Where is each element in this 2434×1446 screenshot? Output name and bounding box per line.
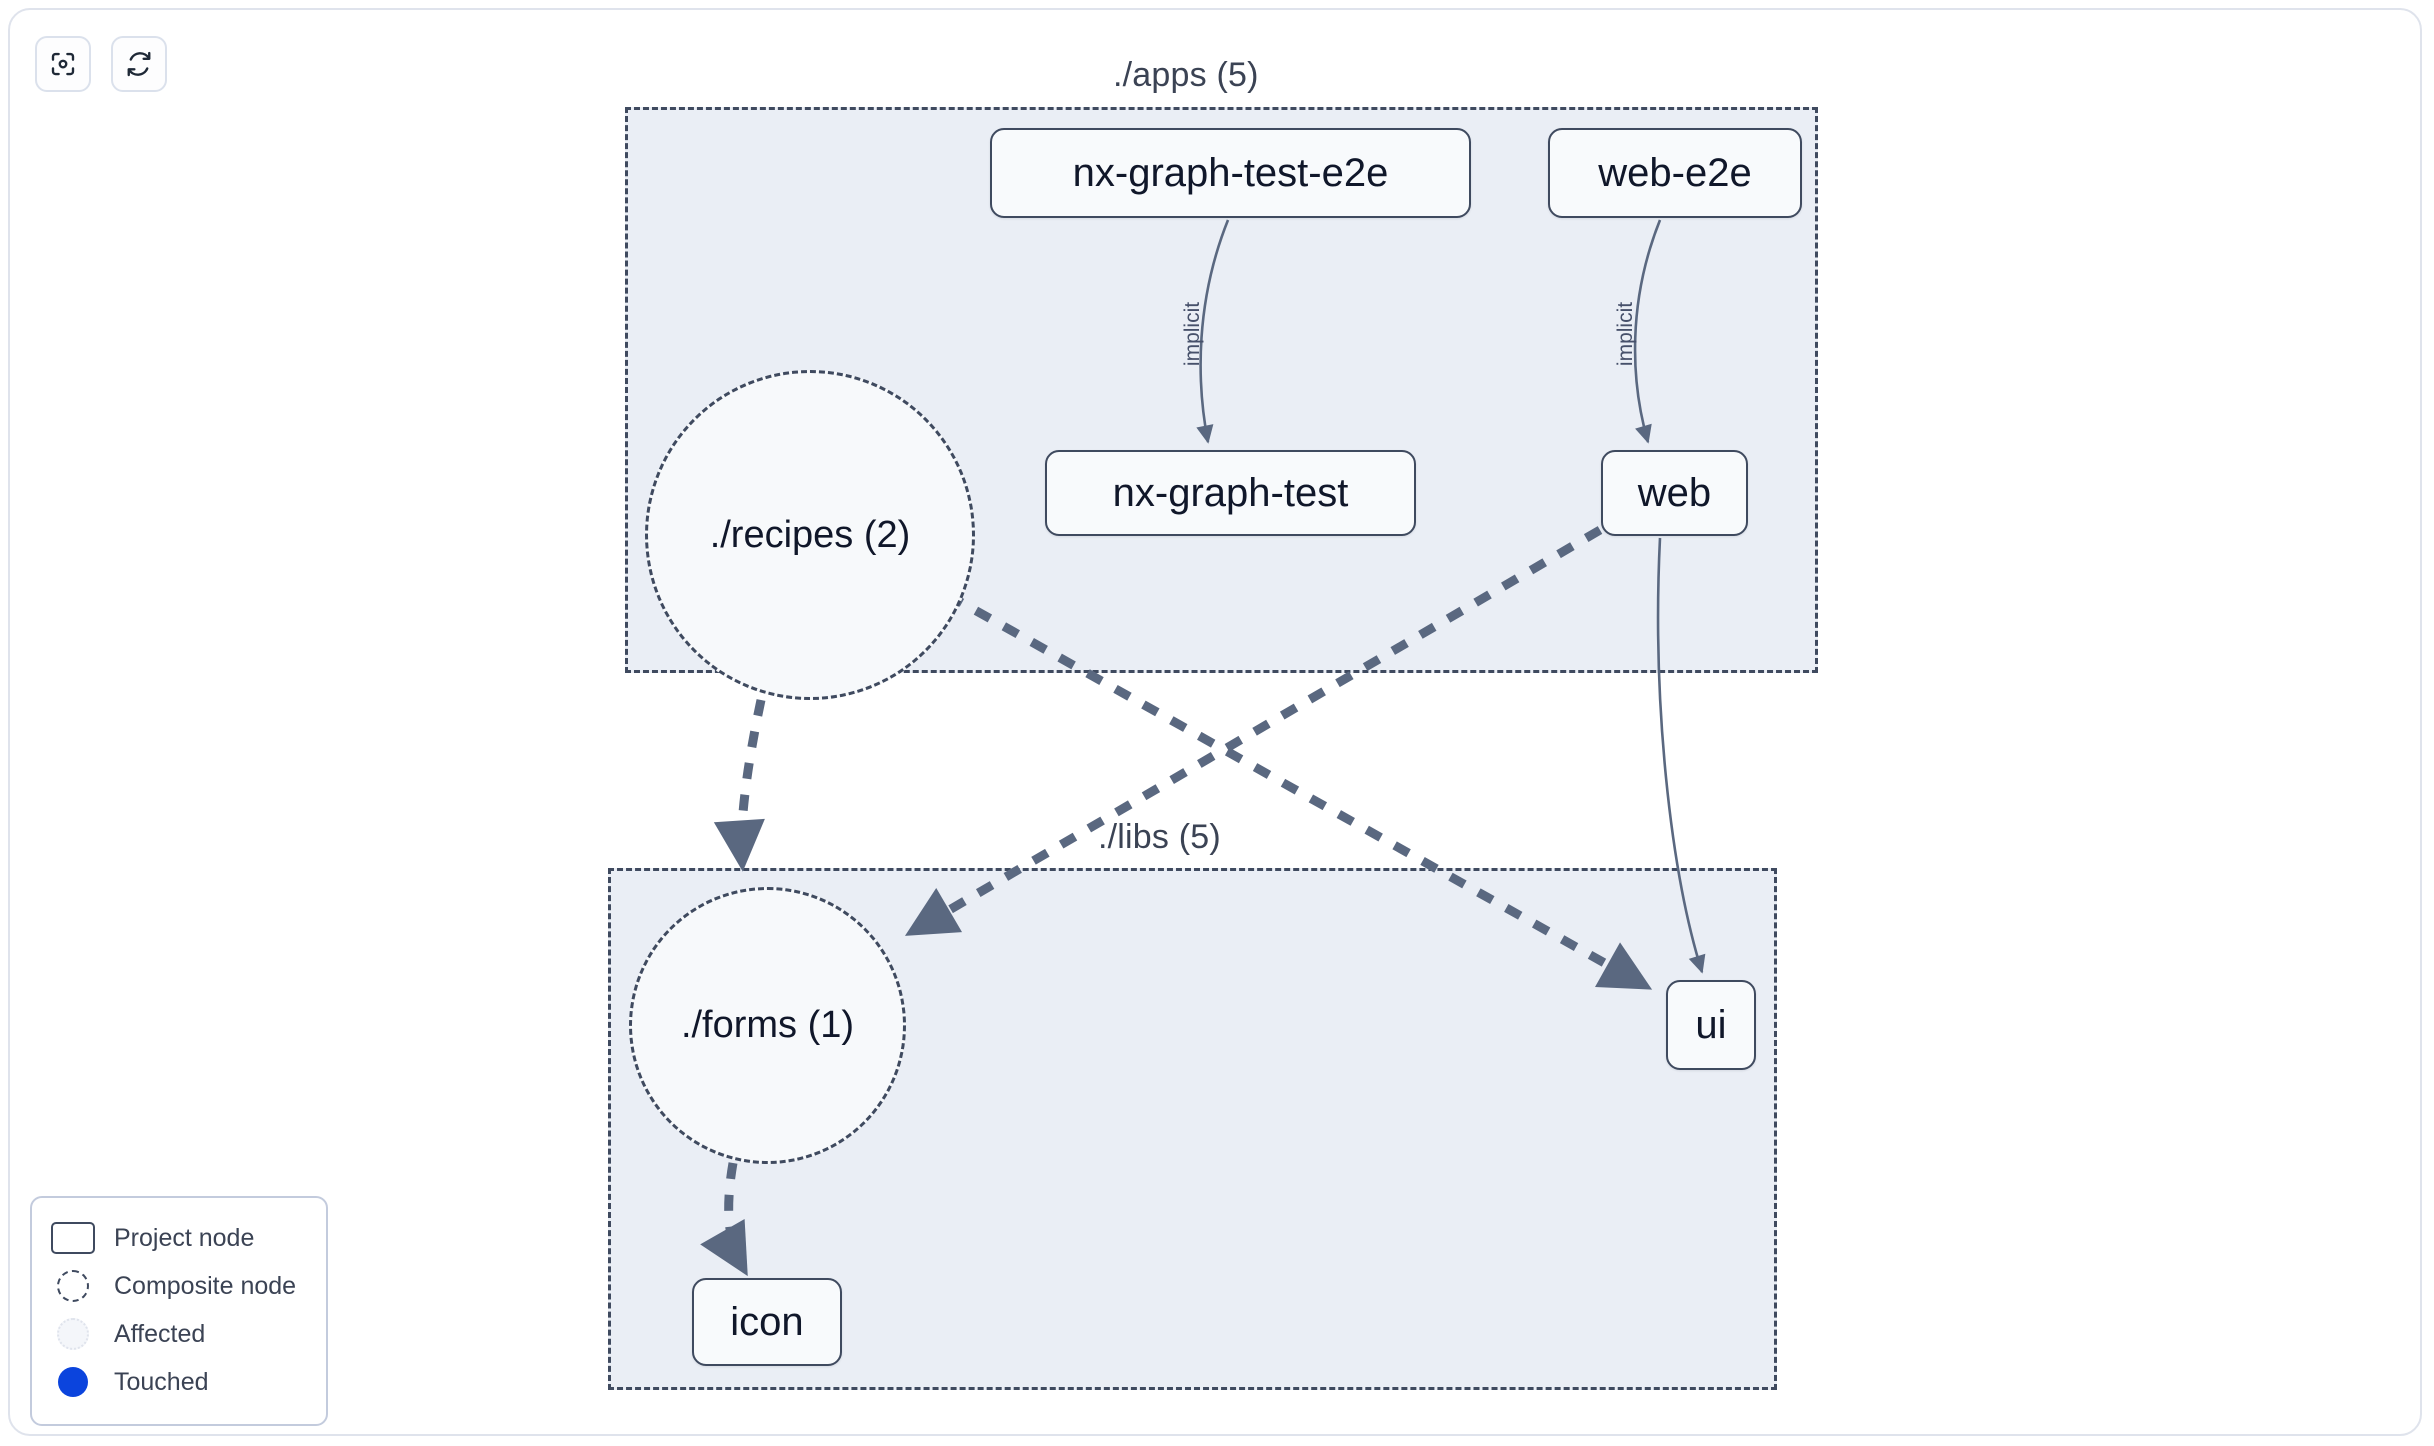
legend-label-project-node: Project node — [114, 1223, 255, 1252]
reload-graph-button[interactable] — [111, 36, 167, 92]
viewfinder-icon — [48, 49, 78, 79]
legend-item-touched: Touched — [50, 1358, 308, 1406]
legend-item-affected: Affected — [50, 1310, 308, 1358]
composite-node-swatch-icon — [50, 1269, 96, 1303]
legend-item-composite-node: Composite node — [50, 1262, 308, 1310]
legend-label-affected: Affected — [114, 1319, 206, 1348]
legend-label-touched: Touched — [114, 1367, 209, 1396]
node-forms-composite[interactable]: ./forms (1) — [629, 887, 906, 1164]
node-recipes-composite[interactable]: ./recipes (2) — [645, 370, 975, 700]
graph-toolbar — [35, 36, 167, 92]
legend-item-project-node: Project node — [50, 1214, 308, 1262]
refresh-icon — [124, 49, 154, 79]
group-label-apps: ./apps (5) — [1113, 56, 1259, 94]
touched-swatch-icon — [50, 1365, 96, 1399]
graph-legend: Project node Composite node Affected Tou… — [30, 1196, 328, 1426]
affected-swatch-icon — [50, 1317, 96, 1351]
focus-graph-button[interactable] — [35, 36, 91, 92]
project-node-swatch-icon — [50, 1221, 96, 1255]
node-web-e2e[interactable]: web-e2e — [1548, 128, 1802, 218]
node-nx-graph-test[interactable]: nx-graph-test — [1045, 450, 1416, 536]
node-web[interactable]: web — [1601, 450, 1748, 536]
node-ui[interactable]: ui — [1666, 980, 1756, 1070]
node-nx-graph-test-e2e[interactable]: nx-graph-test-e2e — [990, 128, 1471, 218]
node-icon[interactable]: icon — [692, 1278, 842, 1366]
group-label-libs: ./libs (5) — [1098, 818, 1221, 856]
legend-label-composite-node: Composite node — [114, 1271, 297, 1300]
edge-recipes-to-forms — [713, 699, 766, 872]
